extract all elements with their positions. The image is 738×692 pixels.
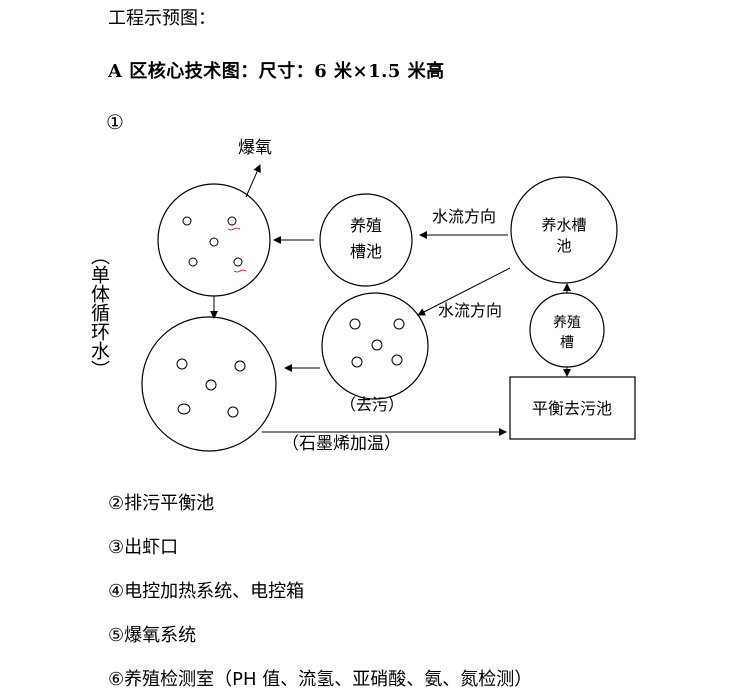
aeration-arrow: [245, 164, 261, 198]
breeding-pool: 养殖 槽池: [319, 193, 413, 287]
list-item: ⑤爆氧系统: [108, 625, 197, 646]
balance-pool-label: 平衡去污池: [532, 399, 612, 418]
water-tank-label-2: 池: [556, 237, 571, 255]
aeration-label: 爆氧: [238, 138, 272, 158]
flow-arrow-mid: [417, 267, 511, 316]
small-breeding-tank: 养殖 槽: [529, 292, 605, 368]
list-item: ④电控加热系统、电控箱: [108, 581, 305, 602]
water-tank-label-1: 养水槽: [541, 216, 586, 234]
water-tank: 养水槽 池: [510, 176, 618, 284]
decontam-label: （去污）: [340, 395, 404, 414]
breeding-pool-label-2: 槽池: [350, 242, 382, 261]
small-tank-label-1: 养殖: [553, 314, 581, 331]
list-item: ②排污平衡池: [108, 493, 215, 514]
flow-direction-mid: 水流方向: [438, 301, 502, 320]
decontam-pond: [321, 292, 429, 400]
list-item: ③出虾口: [108, 537, 179, 558]
small-tank-label-2: 槽: [560, 335, 574, 351]
side-label: （单体循环水）: [88, 246, 110, 379]
graphene-label: （石墨烯加温）: [282, 434, 401, 454]
balance-pool: 平衡去污池: [509, 376, 636, 440]
list-item: ⑥养殖检测室（PH 值、流氢、亚硝酸、氨、氮检测）: [108, 669, 533, 690]
main-pond: [141, 316, 277, 452]
page-heading: 工程示预图：: [108, 8, 216, 29]
flow-direction-top: 水流方向: [432, 207, 496, 226]
figure-marker: ①: [106, 110, 124, 134]
section-title: A 区核心技术图：尺寸：6 米×1.5 米高: [108, 61, 445, 82]
breeding-pool-label-1: 养殖: [350, 216, 382, 235]
aeration-pond: [157, 183, 271, 297]
